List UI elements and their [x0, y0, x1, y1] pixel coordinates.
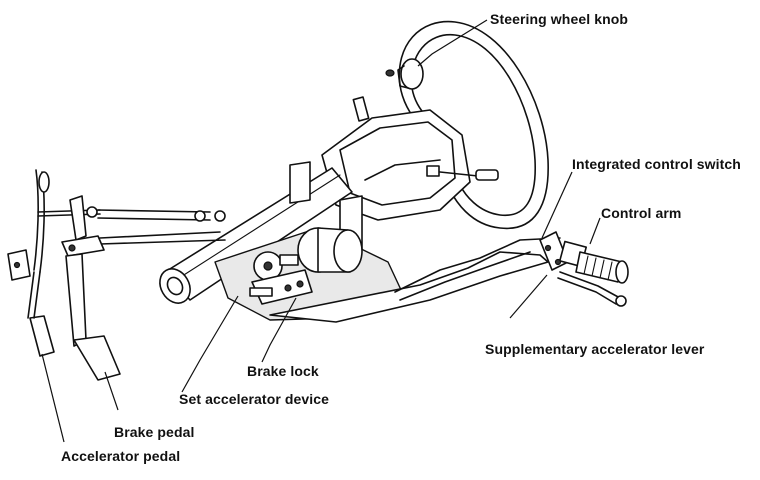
label-accelerator-pedal: Accelerator pedal [61, 448, 181, 464]
supplementary-lever [557, 271, 627, 307]
label-control-arm: Control arm [601, 205, 682, 221]
steering-wheel [398, 20, 549, 230]
control-switch-stalk [426, 165, 499, 181]
label-brake-pedal: Brake pedal [114, 424, 195, 440]
steering-wheel-knob [385, 58, 424, 90]
brake-lock [249, 269, 313, 305]
leader-lines [41, 19, 601, 443]
accelerator-pedal [7, 169, 55, 357]
brake-pedal [61, 195, 121, 381]
linkage-rods [37, 206, 226, 245]
set-accelerator-device [253, 227, 363, 281]
label-brake-lock: Brake lock [247, 363, 319, 379]
label-integrated-control-switch: Integrated control switch [572, 156, 741, 172]
label-steering-wheel-knob: Steering wheel knob [490, 11, 629, 27]
label-supplementary-accelerator-lever: Supplementary accelerator lever [485, 341, 705, 357]
control-handle [539, 231, 629, 284]
label-set-accelerator-device: Set accelerator device [179, 391, 330, 407]
